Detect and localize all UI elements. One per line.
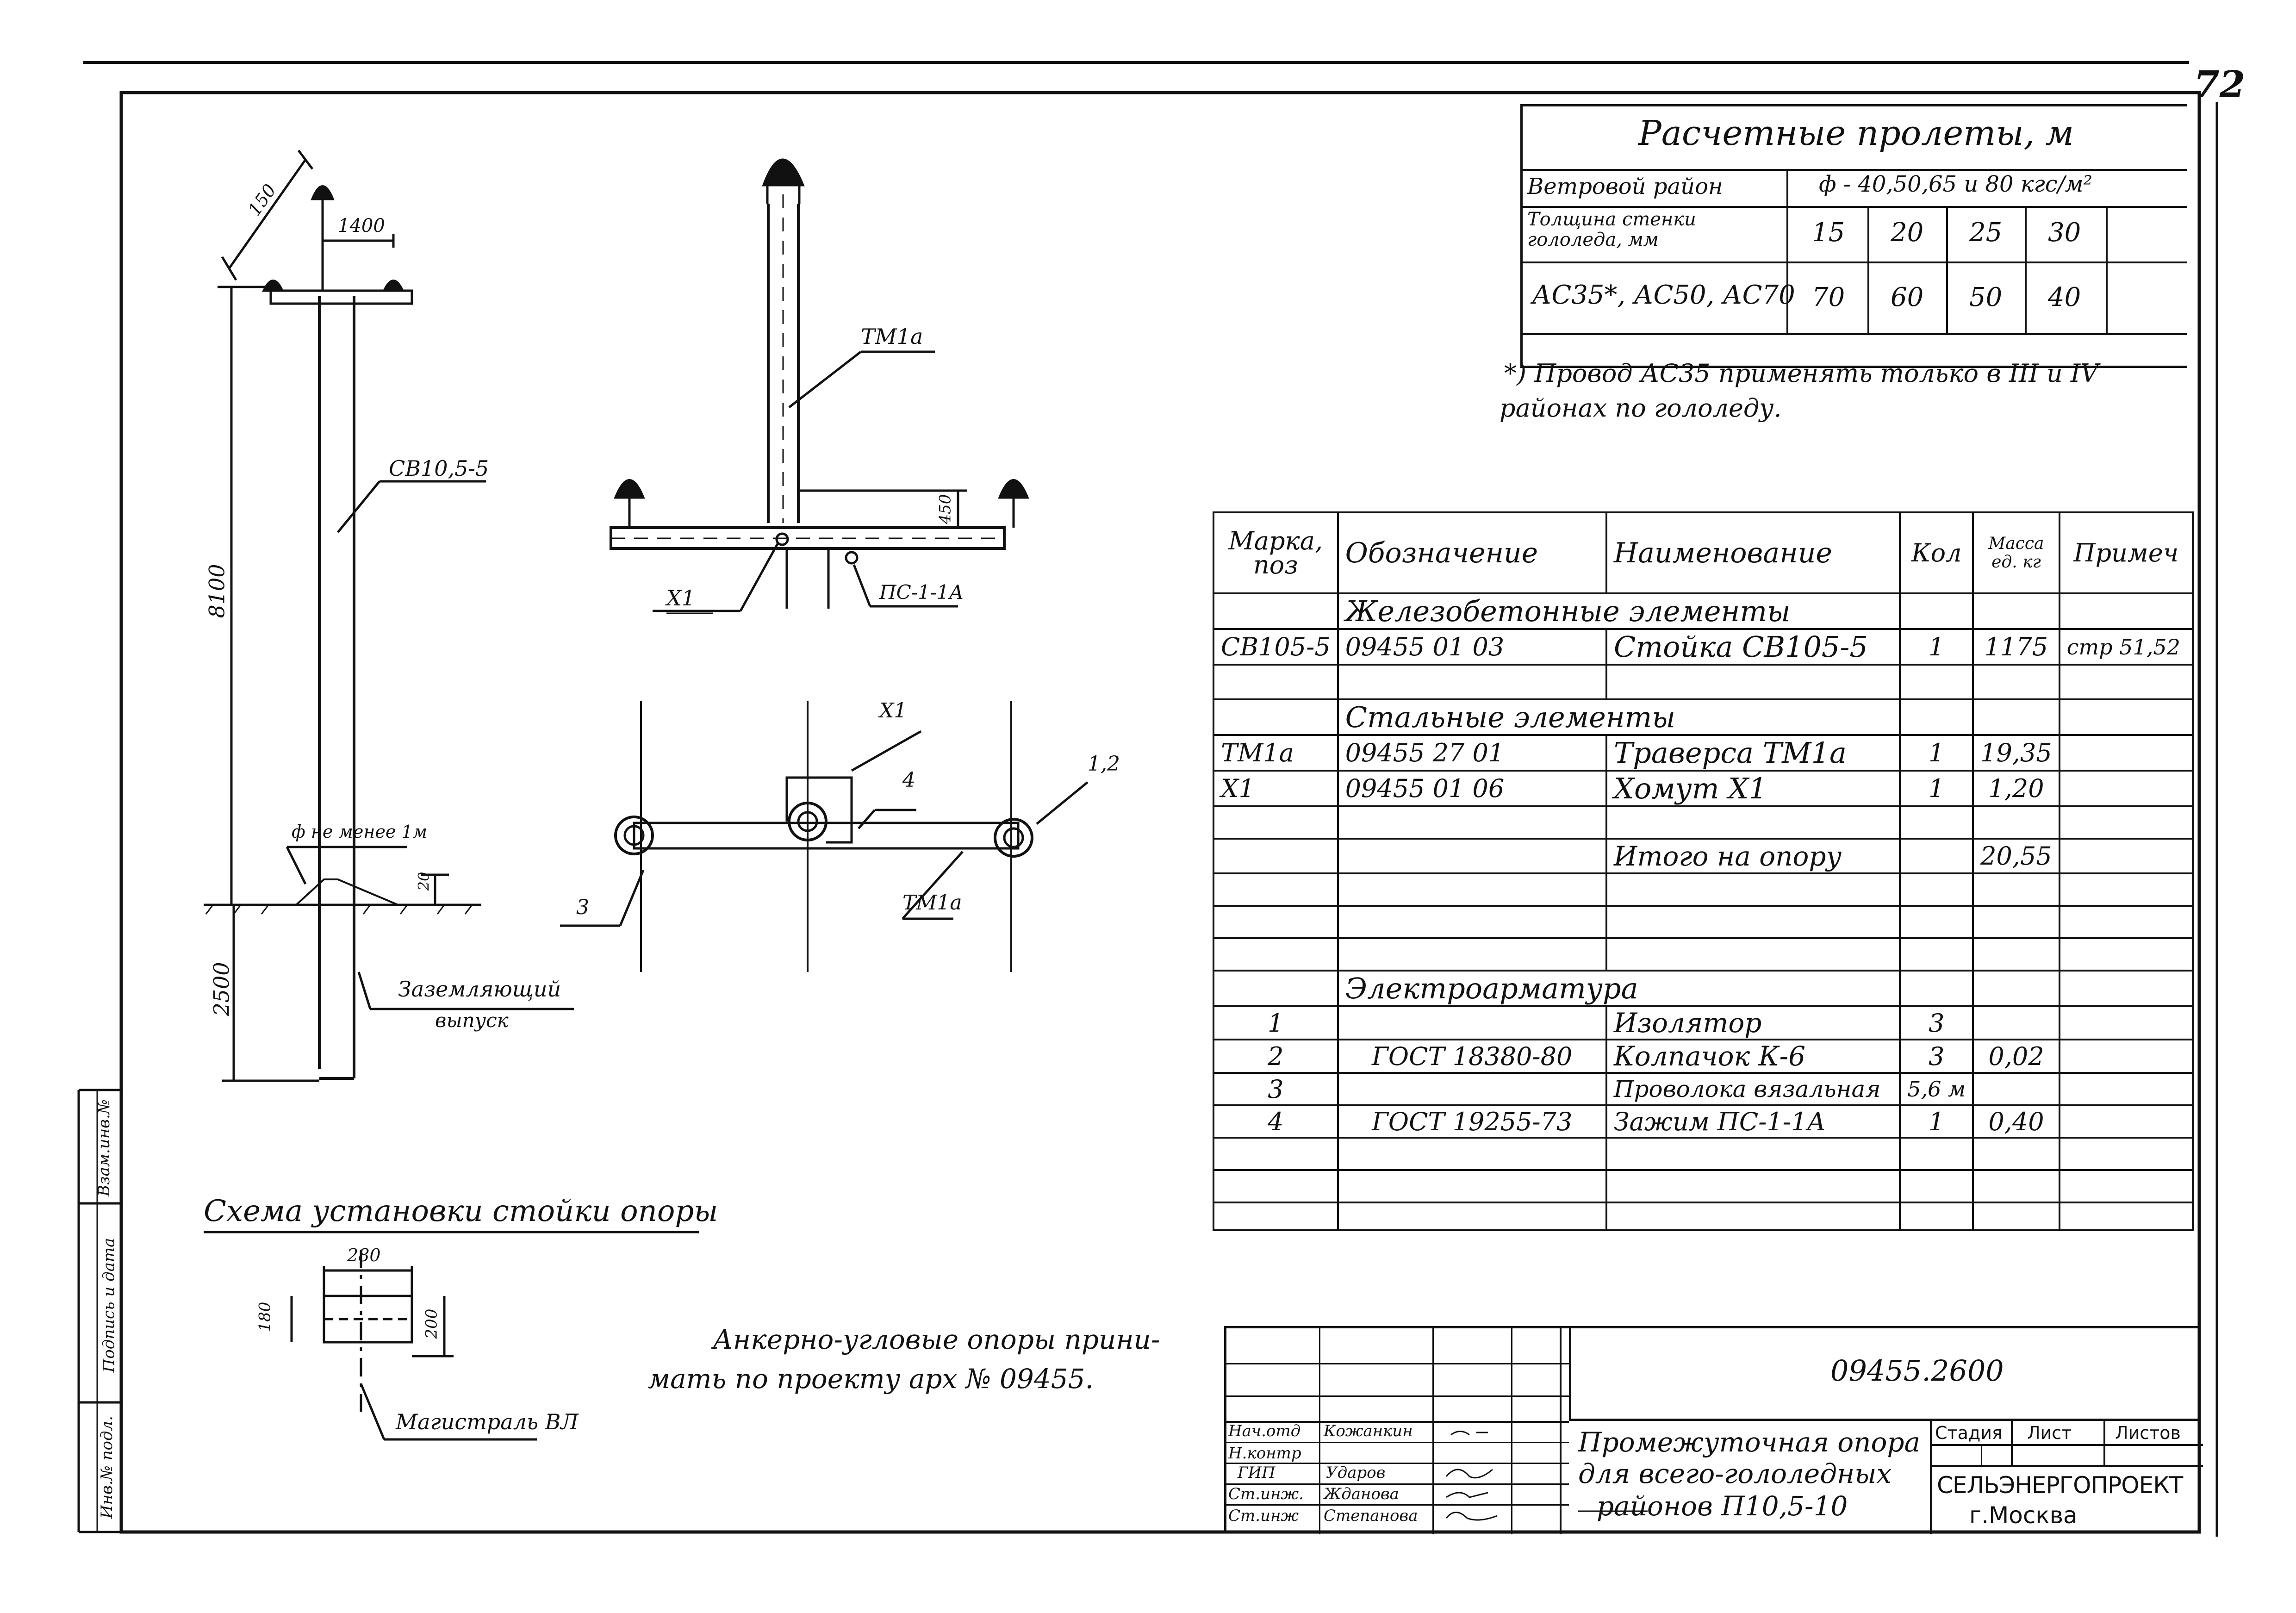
signatures bbox=[1445, 1431, 1498, 1521]
col-header-qty: Кол bbox=[1899, 511, 1974, 594]
table-row: ТМ1а 09455 27 01 Траверса ТМ1а 1 19,35 bbox=[1213, 734, 2194, 772]
table-row: Итого на опору 20,55 bbox=[1213, 838, 2194, 874]
title-block: Нач.отд Н.контр ГИП Ст.инж. Ст.инж Кожан… bbox=[1224, 1326, 2203, 1534]
title-line-3: районов П10,5-10 bbox=[1597, 1490, 1848, 1522]
span-table-title: Расчетные пролеты, м bbox=[1638, 113, 2074, 153]
role-senior-eng-2: Ст.инж bbox=[1228, 1507, 1299, 1525]
plan-tm1a-label: ТМ1а bbox=[902, 891, 962, 915]
wedge-clamp-label: ПС-1-1А bbox=[879, 581, 964, 604]
ice-value-15: 15 bbox=[1812, 218, 1845, 248]
col-header-designation: Обозначение bbox=[1337, 511, 1607, 594]
col-header-mass: Масса ед. кг bbox=[1972, 511, 2060, 594]
name-senior-eng-1: Жданова bbox=[1324, 1485, 1399, 1503]
specification-table: Марка, поз Обозначение Наименование Кол … bbox=[1213, 511, 2194, 1231]
role-gip: ГИП bbox=[1238, 1464, 1276, 1482]
side-stamp-inv: Инв.№ подл. bbox=[98, 1416, 116, 1519]
name-gip: Ударов bbox=[1326, 1464, 1386, 1482]
table-row: СВ105-5 09455 01 03 Стойка СВ105-5 1 117… bbox=[1213, 628, 2194, 666]
mainline-label: Магистраль ВЛ bbox=[396, 1409, 579, 1434]
grounding-label-1: Заземляющий bbox=[398, 977, 561, 1002]
stage-label: Стадия bbox=[1935, 1423, 2003, 1443]
sheet-label: Лист bbox=[2027, 1423, 2072, 1443]
span-table: Расчетные пролеты, м Ветровой район ф - … bbox=[1520, 104, 2187, 368]
ice-label: Толщина стенки гололеда, мм bbox=[1527, 209, 1696, 250]
col-header-mark: Марка, поз bbox=[1213, 511, 1339, 594]
col-header-name: Наименование bbox=[1605, 511, 1901, 594]
role-senior-eng-1: Ст.инж. bbox=[1228, 1485, 1304, 1503]
section-concrete: Железобетонные элементы bbox=[1337, 592, 1901, 630]
install-scheme-title: Схема установки стойки опоры bbox=[204, 1194, 718, 1228]
plan-x1-label: Х1 bbox=[879, 699, 907, 722]
plan-3-label: 3 bbox=[576, 896, 589, 919]
dim-8100-label: 8100 bbox=[204, 564, 230, 618]
foundation-label: ф не менее 1м bbox=[292, 822, 428, 842]
footnote-line-1: *) Провод АС35 применять только в III и … bbox=[1504, 359, 2099, 388]
clamp-label: Х1 bbox=[666, 585, 696, 610]
page-number: 72 bbox=[2194, 62, 2246, 106]
note-line-1: Анкерно-угловые опоры прини- bbox=[713, 1324, 1160, 1355]
dim-2500-label: 2500 bbox=[209, 962, 234, 1016]
sheets-label: Листов bbox=[2115, 1423, 2181, 1443]
pole-label: СВ10,5-5 bbox=[389, 456, 489, 481]
role-norm-control: Н.контр bbox=[1228, 1444, 1301, 1463]
section-steel: Стальные элементы bbox=[1337, 698, 1901, 736]
dim-280-label: 280 bbox=[347, 1245, 381, 1265]
table-row: 4 ГОСТ 19255-73 Зажим ПС-1-1А 1 0,40 bbox=[1213, 1104, 2194, 1139]
table-row: Х1 09455 01 06 Хомут Х1 1 1,20 bbox=[1213, 770, 2194, 807]
footnote-line-2: районах по гололеду. bbox=[1500, 393, 1782, 423]
ice-value-30: 30 bbox=[2048, 218, 2081, 248]
section-electrical: Электроарматура bbox=[1337, 970, 1901, 1007]
ice-value-20: 20 bbox=[1891, 218, 1924, 248]
note-line-2: мать по проекту арх № 09455. bbox=[648, 1363, 1094, 1395]
organization-name: СЕЛЬЭНЕРГОПРОЕКТ bbox=[1937, 1472, 2183, 1499]
wind-label: Ветровой район bbox=[1527, 174, 1723, 199]
name-senior-eng-2: Степанова bbox=[1324, 1507, 1418, 1525]
table-row: 2 ГОСТ 18380-80 Колпачок К-6 3 0,02 bbox=[1213, 1039, 2194, 1074]
dim-450-label: 450 bbox=[936, 494, 955, 524]
span-value-40: 40 bbox=[2048, 282, 2081, 312]
span-value-60: 60 bbox=[1891, 282, 1924, 312]
span-value-70: 70 bbox=[1812, 282, 1845, 312]
side-stamp-signature: Подпись и дата bbox=[100, 1238, 118, 1373]
col-header-note: Примеч bbox=[2058, 511, 2194, 594]
wind-value: ф - 40,50,65 и 80 кгс/м² bbox=[1819, 171, 2092, 197]
table-row: 3 Проволока вязальная 5,6 м bbox=[1213, 1072, 2194, 1106]
title-line-2: для всего-гололедных bbox=[1578, 1458, 1892, 1489]
crossarm-label: ТМ1а bbox=[861, 324, 923, 349]
dim-1400-label: 1400 bbox=[338, 215, 385, 237]
ice-value-25: 25 bbox=[1969, 218, 2003, 248]
role-head: Нач.отд bbox=[1228, 1422, 1301, 1440]
dim-180-label: 180 bbox=[255, 1302, 274, 1332]
name-head: Кожанкин bbox=[1324, 1422, 1413, 1440]
plan-12-label: 1,2 bbox=[1088, 752, 1120, 776]
grounding-label-2: выпуск bbox=[435, 1009, 509, 1032]
dim-20-label: 20 bbox=[415, 872, 433, 891]
span-value-50: 50 bbox=[1969, 282, 2003, 312]
plan-4-label: 4 bbox=[902, 768, 915, 792]
document-number: 09455.2600 bbox=[1830, 1354, 2004, 1388]
organization-city: г.Москва bbox=[1969, 1502, 2078, 1529]
dim-200-label: 200 bbox=[422, 1308, 441, 1339]
title-line-1: Промежуточная опора bbox=[1578, 1426, 1921, 1458]
wire-label: АС35*, АС50, АС70 bbox=[1532, 280, 1795, 310]
side-stamp-replace: Взам.инв.№ bbox=[94, 1099, 113, 1196]
table-row: 1 Изолятор 3 bbox=[1213, 1005, 2194, 1040]
